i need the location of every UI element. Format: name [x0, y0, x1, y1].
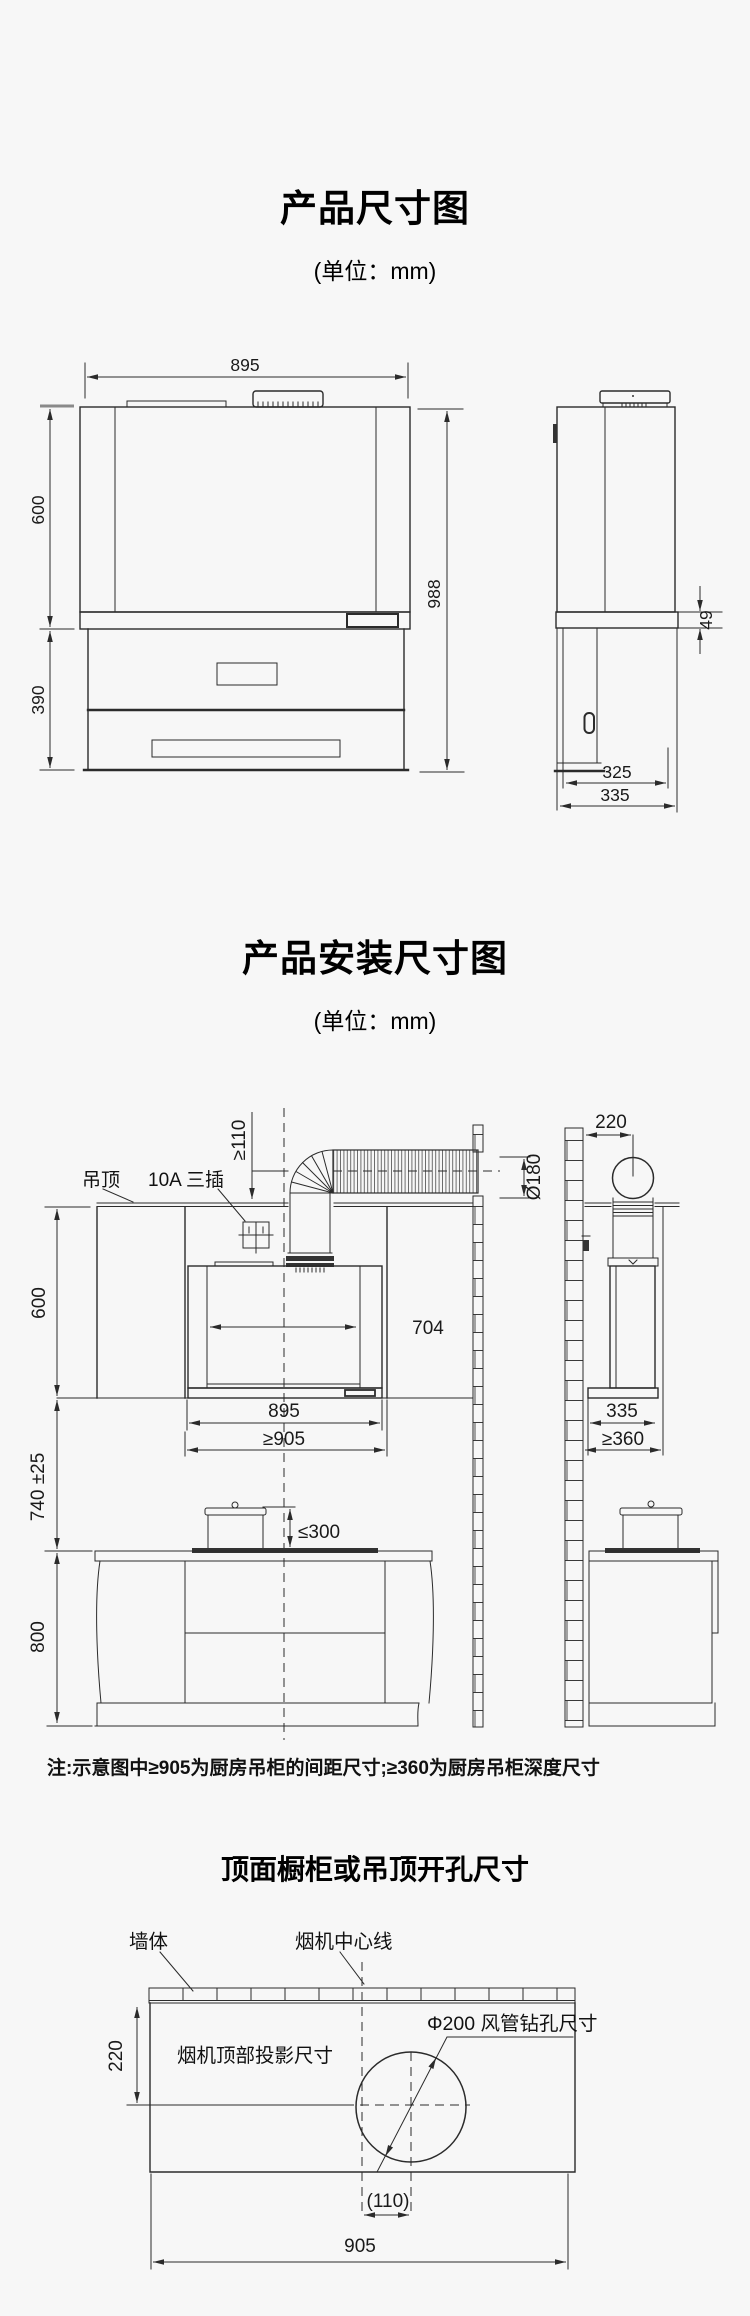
- socket-label: 10A 三插: [148, 1169, 224, 1191]
- dim-label-depth-total: 335: [600, 785, 629, 805]
- cooktop-front: [192, 1501, 378, 1553]
- socket-leader: [217, 1188, 246, 1222]
- dim-label-cabinet-gap: ≥905: [263, 1429, 305, 1450]
- display-panel-install: [344, 1389, 376, 1397]
- dim-label-counter-height: 800: [28, 1621, 49, 1653]
- socket-symbol: [238, 1221, 274, 1254]
- dim-label-cabinet-height: 600: [29, 1287, 50, 1319]
- dim-label-duct-diameter: Ø180: [524, 1154, 545, 1200]
- wall-side: [564, 1127, 584, 1728]
- front-view-dimensions: 895 600 390 988: [28, 355, 465, 773]
- install-note: 注:示意图中≥905为厨房吊柜的间距尺寸;≥360为厨房吊柜深度尺寸: [47, 1758, 600, 1779]
- ceiling-leader: [102, 1188, 134, 1203]
- motor-box-side: [599, 390, 671, 408]
- hood-install-front: [187, 1261, 383, 1399]
- mounting-hook: [583, 1240, 589, 1251]
- drawer-slot: [151, 739, 341, 758]
- side-view-dimensions: 49 325 335: [560, 586, 723, 809]
- hood-body: [79, 406, 411, 613]
- dim-label-depth-inner: 325: [602, 762, 631, 782]
- side-view: [553, 390, 679, 813]
- section1-title: 产品尺寸图: [280, 188, 470, 229]
- dim-label-install-height: 740 ±25: [28, 1453, 49, 1522]
- wall-offset-dimension: 220: [106, 2007, 153, 2106]
- side-bottom-band: [555, 611, 679, 629]
- dim-label-hood-depth: 335: [606, 1401, 638, 1422]
- ceiling: [96, 1202, 474, 1207]
- flexible-duct: [286, 1149, 500, 1273]
- dim-label-cabinet-depth: ≥360: [602, 1429, 644, 1450]
- ceiling-side: [584, 1202, 680, 1207]
- dim-label-overall-width: 905: [344, 2236, 376, 2257]
- section3-title: 顶面橱柜或吊顶开孔尺寸: [220, 1854, 529, 1885]
- lower-cabinet: [82, 628, 410, 772]
- motor-box: [252, 390, 324, 408]
- duct-side: [611, 1134, 655, 1200]
- duct-drill-hole: [355, 2051, 467, 2163]
- side-handle: [583, 712, 595, 734]
- dim-label-duct-center: 220: [595, 1112, 627, 1133]
- section2-title: 产品安装尺寸图: [242, 938, 508, 979]
- center-offset-dimension: (110): [364, 2191, 410, 2218]
- dim-label-offset: 49: [696, 610, 716, 629]
- centerline-label: 烟机中心线: [295, 1931, 393, 1953]
- handle: [216, 662, 278, 686]
- top-plate: [126, 400, 227, 408]
- base-cabinet-front: [94, 1550, 434, 1727]
- dim-label-pot-clearance: ≤300: [298, 1522, 340, 1543]
- dim-label-wall-offset: 220: [106, 2040, 127, 2072]
- dim-label-hood-width: 895: [268, 1401, 300, 1422]
- wall-label: 墙体: [129, 1931, 168, 1953]
- ceiling-label: 吊顶: [82, 1170, 120, 1191]
- install-dimensions: 600 704 895 ≥905 740 ±25 ≤300 800: [28, 1206, 444, 1727]
- front-view: [79, 390, 411, 772]
- dim-label-total-height: 988: [424, 579, 444, 608]
- hood-install-side: [581, 1197, 664, 1456]
- dim-label-inner-width: 704: [412, 1318, 444, 1339]
- dim-label-ceiling-gap: ≥110: [229, 1120, 250, 1161]
- dim-label-center-offset: (110): [367, 2191, 410, 2212]
- product-dimension-drawing: 895 600 390 988: [28, 355, 723, 813]
- section1-unit: (单位：mm): [313, 258, 437, 284]
- dim-label-upper-height: 600: [28, 495, 48, 524]
- bottom-band: [79, 611, 411, 630]
- cooktop-side: [605, 1500, 700, 1553]
- wall-front: [472, 1124, 484, 1728]
- dim-label-lower-height: 390: [28, 685, 48, 714]
- cutout-drawing: 墙体 烟机中心线 烟机顶部投影尺寸 220 Φ200 风管钻孔尺寸: [106, 1931, 598, 2270]
- base-cabinet-side: [588, 1550, 719, 1727]
- side-body: [556, 406, 676, 613]
- display-panel: [346, 613, 399, 628]
- overall-width-dimension: 905: [150, 2173, 569, 2270]
- side-lower-cabinet: [553, 627, 678, 813]
- wall-bracket: [553, 424, 557, 443]
- drill-label: Φ200 风管钻孔尺寸: [427, 2013, 598, 2035]
- hanging-cabinets: [56, 1206, 474, 1399]
- projection-label: 烟机顶部投影尺寸: [177, 2045, 333, 2067]
- hood-side-panels: [114, 406, 377, 613]
- installation-drawing: 吊顶 10A 三插 ≥110: [28, 1108, 719, 1740]
- centerline-leader: [339, 1951, 365, 1985]
- wall-leader: [159, 1951, 194, 1992]
- dim-label-width: 895: [230, 355, 259, 375]
- section2-unit: (单位：mm): [313, 1008, 437, 1034]
- duct-diameter-dim: Ø180: [499, 1154, 545, 1200]
- drill-leader: [376, 2036, 574, 2173]
